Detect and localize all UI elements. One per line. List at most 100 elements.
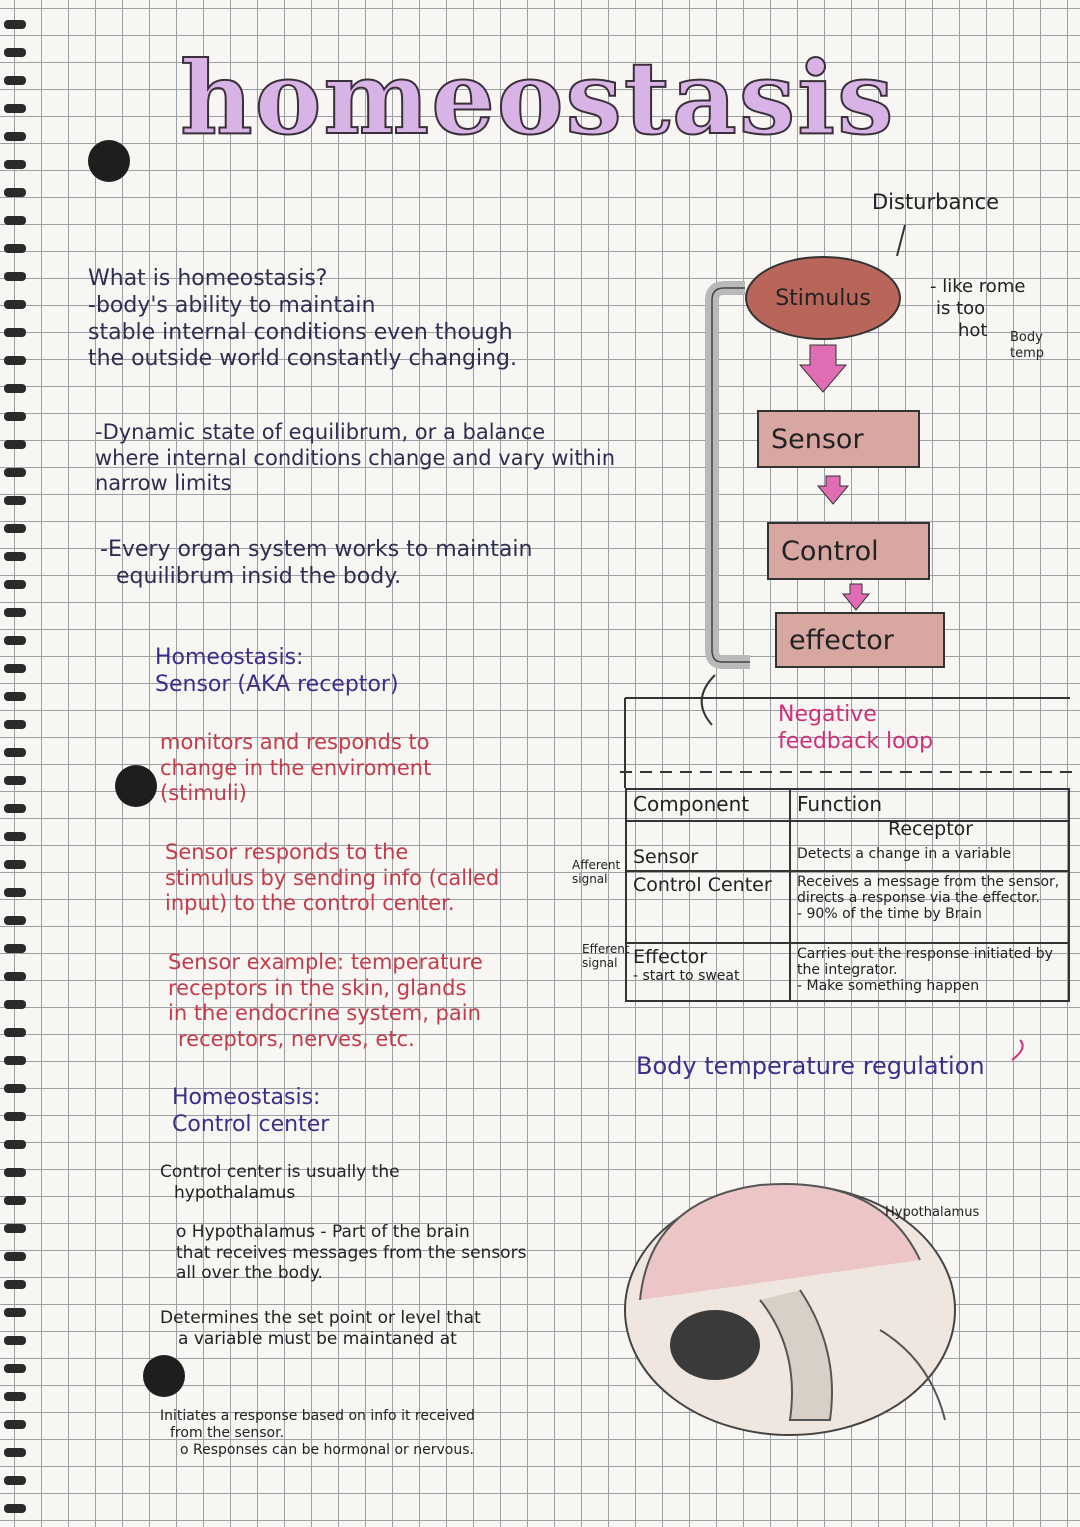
spiral-coil: [4, 1476, 26, 1485]
spiral-coil: [4, 384, 26, 393]
table-caption: Body temperature regulation: [636, 1052, 985, 1080]
control-bullet-line: from the sensor.: [170, 1425, 285, 1442]
spiral-coil: [4, 636, 26, 645]
control-bullet-line: a variable must be maintaned at: [178, 1328, 457, 1349]
sensor-bullet-line: Sensor responds to the: [165, 840, 409, 864]
table-cell-function: Carries out the response initiated by th…: [789, 942, 1070, 1002]
spiral-coil: [4, 888, 26, 897]
component-name: Sensor: [633, 846, 699, 868]
spiral-coil: [4, 48, 26, 57]
disturbance-arrow: [896, 224, 906, 257]
loop-arrow: [705, 281, 750, 669]
spiral-coil: [4, 552, 26, 561]
loop-label-line: Negative: [778, 702, 877, 727]
afferent-label: Afferent signal: [572, 858, 621, 887]
component-note: - start to sweat: [633, 968, 740, 984]
negative-feedback-label: Negative feedback loop: [778, 702, 933, 756]
table-cell-component: Effector - start to sweat: [625, 942, 791, 1002]
body-temp-note: Body temp: [1010, 330, 1044, 362]
brain-illustration: [624, 1183, 956, 1436]
punch-hole: [143, 1355, 185, 1397]
spiral-coil: [4, 972, 26, 981]
table-cell-function: Detects a change in a variable: [789, 820, 1070, 872]
function-text: Receives a message from the sensor, dire…: [797, 874, 1060, 906]
spiral-coil: [4, 160, 26, 169]
sensor-node-label: Sensor: [771, 423, 864, 455]
dynamic-line: -Dynamic state of equilibrum, or a balan…: [95, 420, 546, 444]
table-cell-component: Sensor: [625, 820, 791, 872]
loop-label-line: feedback loop: [778, 728, 934, 754]
control-sub-line: o Hypothalamus - Part of the brain: [176, 1222, 470, 1242]
spiral-coil: [4, 1420, 26, 1429]
spiral-coil: [4, 328, 26, 337]
spiral-coil: [4, 20, 26, 29]
spiral-coil: [4, 944, 26, 953]
spiral-coil: [4, 440, 26, 449]
sensor-example-line: receptors in the skin, glands: [168, 975, 467, 1000]
punch-hole: [88, 140, 130, 182]
stimulus-side-note: - like rome is too hot: [930, 276, 1025, 342]
table-cell-function: Receives a message from the sensor, dire…: [789, 870, 1070, 944]
spiral-coil: [4, 1308, 26, 1317]
spiral-coil: [4, 356, 26, 365]
spiral-coil: [4, 1336, 26, 1345]
organ-line: equilibrum insid the body.: [116, 563, 402, 589]
spiral-coil: [4, 1000, 26, 1009]
spiral-coil: [4, 1504, 26, 1513]
sensor-bullet-example: Sensor example: temperature receptors in…: [168, 950, 483, 1052]
table-header-component: Component: [625, 788, 791, 822]
spiral-coil: [4, 860, 26, 869]
control-sub-line: all over the body.: [176, 1263, 323, 1284]
side-note-line: is too: [936, 297, 986, 319]
control-sub-hypothalamus: o Hypothalamus - Part of the brain that …: [176, 1222, 526, 1284]
intro-definition-line: -body's ability to maintain: [88, 292, 376, 318]
control-bullet-line: hypothalamus: [174, 1182, 296, 1203]
down-arrow: [816, 475, 850, 505]
spiral-binding: [4, 20, 26, 1513]
spiral-coil: [4, 412, 26, 421]
control-bullet-line: Control center is usually the: [160, 1162, 400, 1182]
spiral-coil: [4, 916, 26, 925]
dynamic-state-note: -Dynamic state of equilibrum, or a balan…: [95, 420, 615, 497]
page-title: homeostasis: [179, 39, 896, 157]
spiral-coil: [4, 104, 26, 113]
spiral-coil: [4, 608, 26, 617]
sensor-example-prefix: Sensor example:: [168, 950, 345, 974]
sensor-bullet-line: input) to the control center.: [165, 891, 455, 916]
control-bullet-initiates: Initiates a response based on info it re…: [160, 1408, 475, 1459]
spiral-coil: [4, 580, 26, 589]
brain-label: Hypothalamus: [885, 1205, 980, 1220]
disturbance-label: Disturbance: [872, 190, 1000, 214]
intro-definition-line: the outside world constantly changing.: [88, 346, 517, 372]
component-name: Effector: [633, 946, 708, 968]
spiral-coil: [4, 1224, 26, 1233]
spiral-coil: [4, 496, 26, 505]
loop-arrow-outline: [711, 287, 750, 663]
spiral-coil: [4, 720, 26, 729]
spiral-coil: [4, 748, 26, 757]
side-note-line: - like rome: [930, 276, 1026, 297]
intro-section: What is homeostasis? -body's ability to …: [88, 266, 517, 373]
sensor-bullet-line: change in the enviroment: [160, 755, 432, 780]
spiral-coil: [4, 76, 26, 85]
caption-arrow: [1011, 1039, 1024, 1061]
down-arrow: [798, 344, 848, 393]
organ-line: -Every organ system works to maintain: [100, 537, 533, 562]
spiral-coil: [4, 832, 26, 841]
curve-arrow: [700, 674, 716, 726]
spiral-coil: [4, 524, 26, 533]
spiral-coil: [4, 244, 26, 253]
sensor-bullet-responds: Sensor responds to the stimulus by sendi…: [165, 840, 499, 917]
sensor-bullet-line: (stimuli): [160, 781, 247, 806]
control-sub-line: o Responses can be hormonal or nervous.: [180, 1442, 474, 1459]
spiral-coil: [4, 132, 26, 141]
spiral-coil: [4, 1112, 26, 1121]
spiral-coil: [4, 1280, 26, 1289]
control-node-label: Control: [781, 535, 879, 567]
effector-node: effector: [775, 612, 945, 668]
intro-definition-line: stable internal conditions even though: [88, 319, 513, 345]
sensor-bullet-line: stimulus by sending info (called: [165, 865, 500, 890]
spiral-coil: [4, 1028, 26, 1037]
sensor-bullet-line: monitors and responds to: [160, 730, 430, 754]
